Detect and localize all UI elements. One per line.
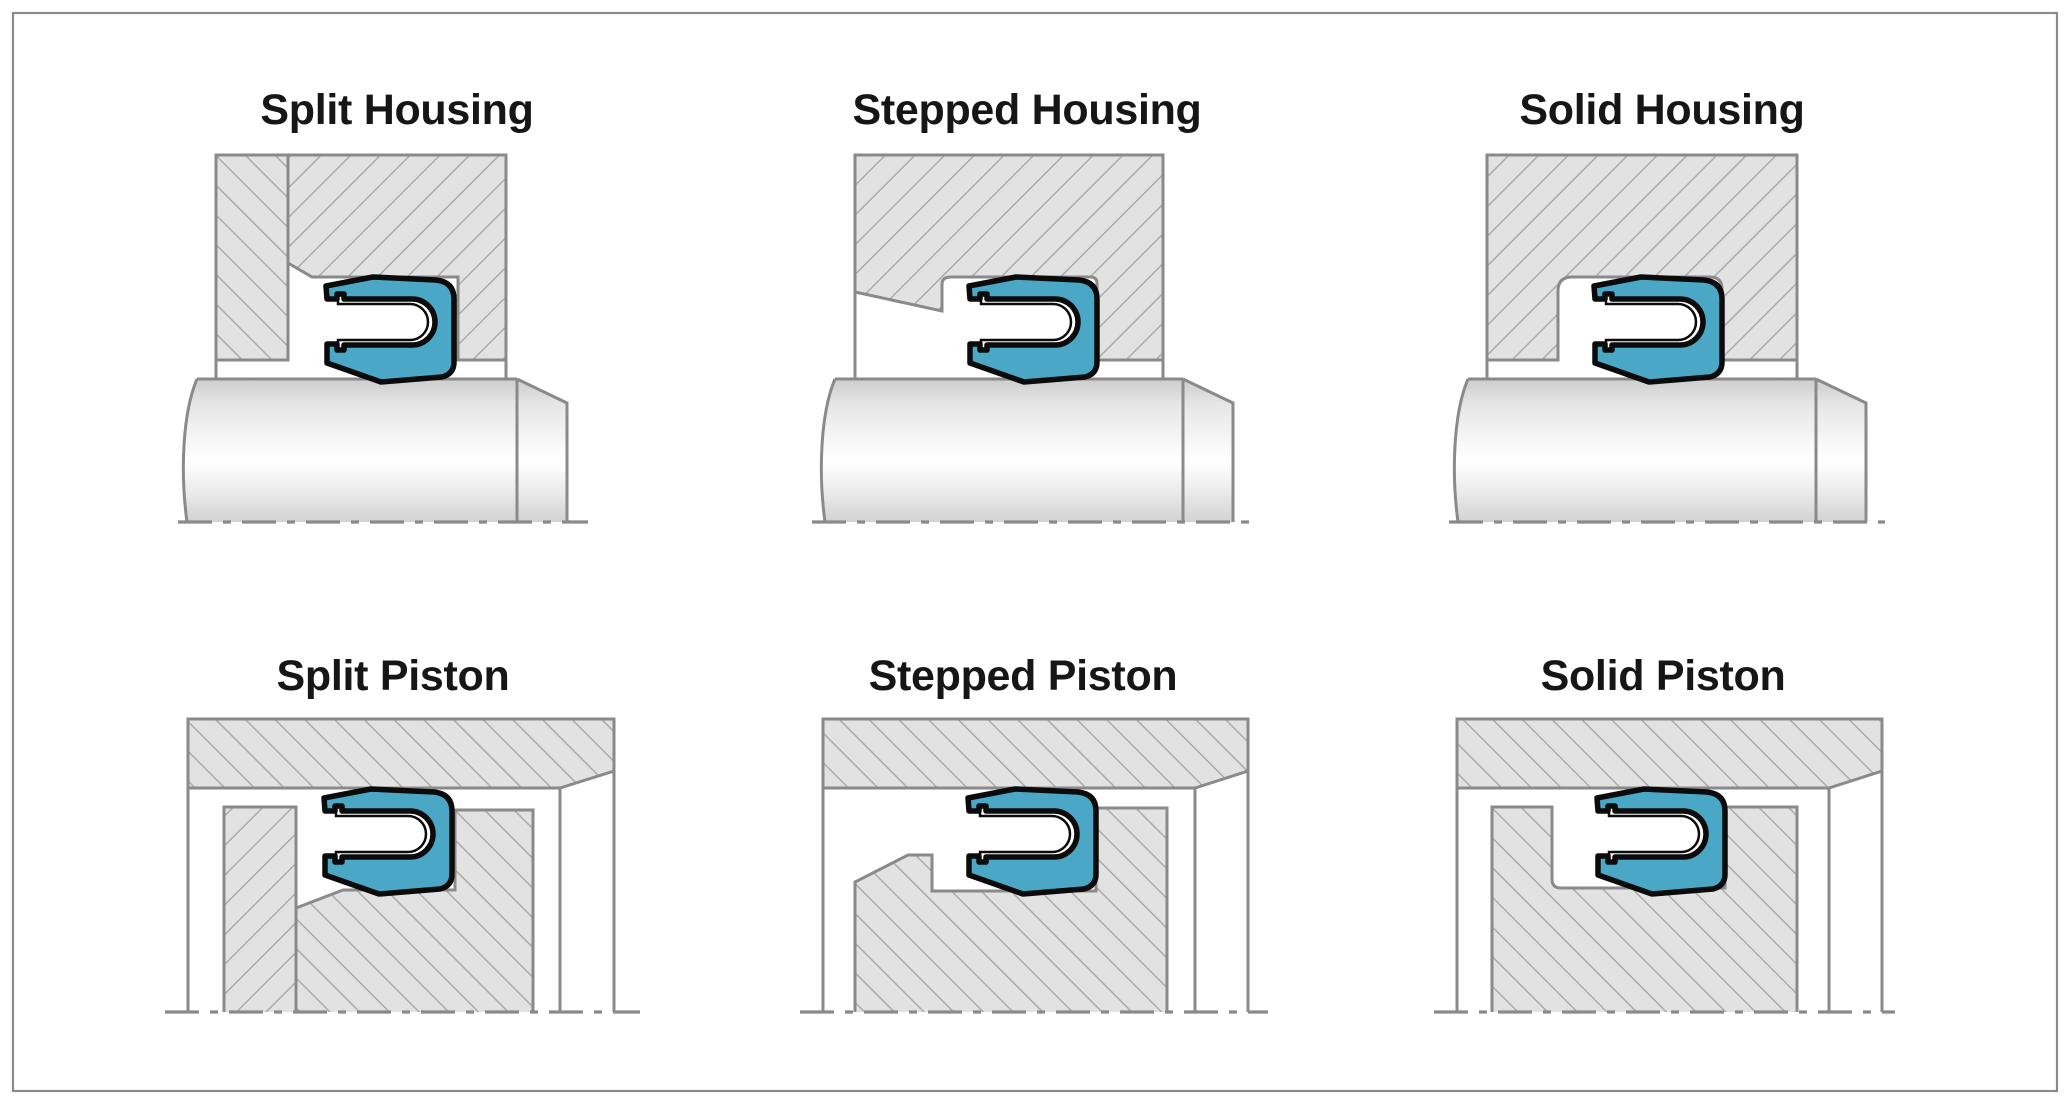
panel-title-split-housing: Split Housing [260, 86, 534, 134]
panel-solid-housing-drawing [1449, 153, 1885, 524]
panel-title-solid-housing: Solid Housing [1519, 86, 1805, 134]
panel-title-solid-piston: Solid Piston [1540, 652, 1786, 700]
panel-title-stepped-piston: Stepped Piston [868, 652, 1178, 700]
housing-bore-legs [214, 360, 508, 379]
panel-solid-piston-drawing [1434, 717, 1895, 1014]
cylinder-edges [821, 771, 1250, 1012]
housing-bore-legs [1485, 360, 1799, 379]
cylinder-edges [1455, 771, 1884, 1012]
housing-clamp-plate [216, 155, 288, 360]
shaft [1454, 379, 1866, 522]
cylinder-bore-wall [188, 719, 614, 788]
shaft-edges [181, 377, 569, 523]
panel-split-housing-drawing [178, 153, 588, 524]
piston-retainer-ring [224, 807, 296, 1012]
panel-stepped-piston-drawing [800, 717, 1268, 1014]
piston-body [1492, 807, 1797, 1012]
cylinder-bore-wall [823, 719, 1248, 788]
u-cup-seal [324, 789, 452, 894]
u-cup-seal [968, 789, 1096, 894]
housing-body [1487, 155, 1797, 360]
u-cup-seal [326, 277, 454, 382]
u-cup-seal [1597, 789, 1725, 894]
shaft [821, 379, 1233, 522]
shaft [183, 379, 567, 522]
housing-body [855, 155, 1163, 360]
panel-title-split-piston: Split Piston [276, 652, 510, 700]
u-cup-seal [1594, 277, 1722, 382]
housing-bore-legs [853, 292, 1165, 379]
panel-title-stepped-housing: Stepped Housing [852, 86, 1202, 134]
u-cup-seal [969, 277, 1097, 382]
piston-body [296, 810, 533, 1012]
housing-body [288, 155, 506, 360]
piston-body [855, 808, 1167, 1012]
panel-stepped-housing-drawing [812, 153, 1252, 524]
cylinder-edges [186, 771, 616, 1012]
cylinder-bore-wall [1457, 719, 1882, 788]
panel-split-piston-drawing [165, 717, 640, 1014]
figure-border [11, 11, 2059, 1093]
